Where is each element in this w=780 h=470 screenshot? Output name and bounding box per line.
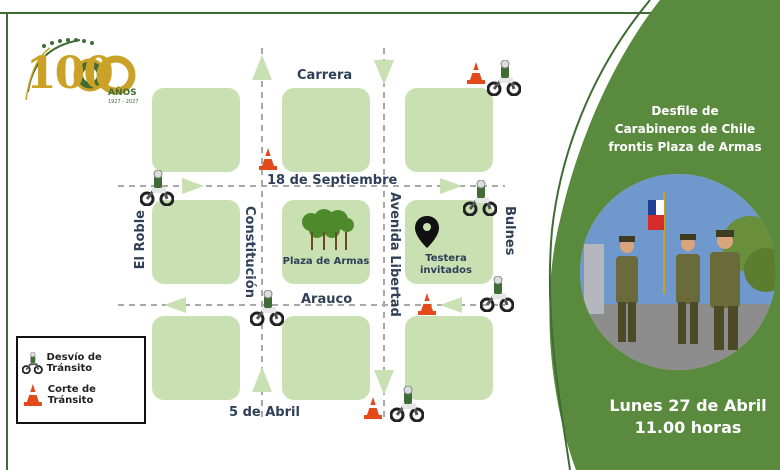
street-label-18-septiembre: 18 de Septiembre <box>267 173 398 188</box>
legend-closure-label: Corte de Tránsito <box>47 384 96 406</box>
traffic-cone-icon <box>467 62 485 84</box>
police-motorcycle-icon <box>480 276 514 312</box>
police-motorcycle-icon <box>22 352 43 374</box>
top-border-line <box>0 12 660 14</box>
parade-photo <box>580 174 776 370</box>
plaza-label: Plaza de Armas <box>282 256 370 267</box>
event-info-panel: Desfile de Carabineros de Chile frontis … <box>540 0 780 470</box>
arrow-left-icon <box>440 297 462 313</box>
arrow-down-icon <box>374 370 394 395</box>
legend-row-closure: Corte de Tránsito <box>22 384 144 406</box>
trees-icon <box>302 209 354 250</box>
legend-row-detour: Desvío de Tránsito <box>22 352 144 374</box>
city-block <box>282 316 370 400</box>
street-label-carrera: Carrera <box>297 68 353 83</box>
arrow-left-icon <box>164 297 186 313</box>
event-title-line2: Carabineros de Chile <box>614 122 756 136</box>
parade-photo-illustration <box>580 174 776 370</box>
police-motorcycle-icon <box>250 290 284 326</box>
testera-label: Testera invitados <box>419 253 472 276</box>
legend-detour-label: Desvío de Tránsito <box>46 352 102 374</box>
event-title-line3: frontis Plaza de Armas <box>608 140 762 154</box>
event-title-line1: Desfile de <box>651 104 719 118</box>
street-label-5-abril: 5 de Abril <box>229 405 300 420</box>
street-label-bulnes: Bulnes <box>502 206 517 256</box>
arrow-right-icon <box>440 178 462 194</box>
city-block <box>152 88 240 172</box>
testera-block <box>405 200 493 284</box>
police-motorcycle-icon <box>487 60 521 96</box>
city-block <box>405 316 493 400</box>
centenary-logo-emblem <box>25 38 136 101</box>
traffic-cone-icon <box>364 397 382 419</box>
police-motorcycle-icon <box>463 180 497 216</box>
street-label-arauco: Arauco <box>301 292 353 307</box>
logo-word: AÑOS <box>108 88 137 98</box>
city-block <box>152 316 240 400</box>
traffic-cone-icon <box>259 148 277 170</box>
city-block <box>282 88 370 172</box>
event-date: Lunes 27 de Abril <box>609 396 767 415</box>
police-motorcycle-icon <box>390 386 424 422</box>
arrow-up-icon <box>252 55 272 80</box>
arrow-down-icon <box>374 60 394 85</box>
centenary-logo: 100 AÑOS 1927 - 2027 <box>20 30 150 110</box>
street-lines-layer <box>118 48 505 420</box>
police-motorcycle-icon <box>140 170 174 206</box>
traffic-cone-icon <box>418 293 436 315</box>
city-block <box>152 200 240 284</box>
street-label-el-roble: El Roble <box>133 210 148 270</box>
location-pin-icon <box>415 216 439 248</box>
city-block <box>405 88 493 172</box>
map-legend: Desvío de Tránsito Corte de Tránsito <box>16 336 146 424</box>
left-border-line <box>6 12 8 470</box>
street-label-constitucion: Constitución <box>242 206 257 298</box>
arrow-up-icon <box>252 367 272 392</box>
arrow-right-icon <box>182 178 204 194</box>
event-time: 11.00 horas <box>634 418 742 437</box>
logo-number: 100 <box>26 48 114 99</box>
logo-years: 1927 - 2027 <box>108 99 139 105</box>
traffic-cone-icon <box>23 384 42 406</box>
street-label-avenida-libertad: Avenida Libertad <box>387 192 402 317</box>
